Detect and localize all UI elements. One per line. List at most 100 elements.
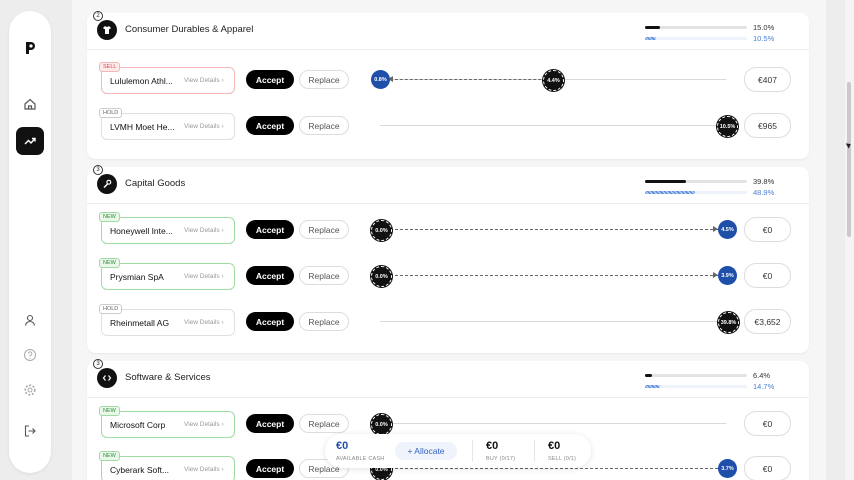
- amount-pill: €0: [744, 263, 791, 288]
- scrollbar-track[interactable]: [845, 0, 854, 480]
- stock-row: HOLD LVMH Moet He... View Details › Acce…: [87, 106, 809, 150]
- scrollbar-thumb[interactable]: [847, 82, 851, 237]
- current-weight-dot[interactable]: 39.8%: [718, 312, 739, 333]
- current-weight-dot[interactable]: 10.5%: [717, 116, 738, 137]
- sector-card: 3 Capital Goods 39.8% 48.9% NEW Honeywel…: [87, 165, 809, 353]
- weight-change-line: [390, 79, 556, 80]
- current-weight: 39.8%: [753, 177, 775, 186]
- available-cash-value: €0: [336, 440, 349, 452]
- status-badge: HOLD: [99, 108, 123, 118]
- weight-slider-track[interactable]: [380, 321, 726, 322]
- current-weight-dot[interactable]: 0.0%: [371, 266, 392, 287]
- replace-button[interactable]: Replace: [299, 70, 349, 89]
- view-details-link[interactable]: View Details ›: [184, 319, 224, 326]
- accept-button[interactable]: Accept: [246, 459, 294, 478]
- buy-value: €0: [486, 440, 499, 452]
- weight-slider-track[interactable]: [380, 125, 726, 126]
- target-weight-dot[interactable]: 3.9%: [718, 266, 737, 285]
- main-content: 2 Consumer Durables & Apparel 15.0% 10.5…: [72, 0, 826, 480]
- target-weight-dot[interactable]: 0.8%: [371, 70, 390, 89]
- amount-pill: €0: [744, 217, 791, 242]
- settings-icon[interactable]: [19, 379, 41, 401]
- accept-button[interactable]: Accept: [246, 414, 294, 433]
- shirt-icon: [97, 20, 117, 40]
- status-badge: NEW: [99, 258, 120, 268]
- help-icon[interactable]: [19, 344, 41, 366]
- sector-title: Consumer Durables & Apparel: [125, 24, 254, 35]
- current-weight-dot[interactable]: 0.0%: [371, 220, 392, 241]
- current-weight: 15.0%: [753, 23, 775, 32]
- sector-title: Software & Services: [125, 372, 211, 383]
- divider: [534, 440, 535, 462]
- replace-button[interactable]: Replace: [299, 312, 349, 331]
- target-weight: 14.7%: [753, 382, 775, 391]
- stock-chip[interactable]: NEW Honeywell Inte... View Details ›: [99, 212, 235, 244]
- status-badge: HOLD: [99, 304, 123, 314]
- wrench-icon: [97, 174, 117, 194]
- accept-button[interactable]: Accept: [246, 220, 294, 239]
- accept-button[interactable]: Accept: [246, 70, 294, 89]
- stock-chip[interactable]: NEW Cyberark Soft... View Details ›: [99, 451, 235, 480]
- status-badge: NEW: [99, 212, 120, 222]
- sector-card: 2 Consumer Durables & Apparel 15.0% 10.5…: [87, 11, 809, 159]
- target-weight-dot[interactable]: 3.7%: [718, 459, 737, 478]
- stock-name: LVMH Moet He...: [110, 122, 175, 132]
- view-details-link[interactable]: View Details ›: [184, 421, 224, 428]
- stock-row: HOLD Rheinmetall AG View Details › Accep…: [87, 302, 809, 346]
- accept-button[interactable]: Accept: [246, 266, 294, 285]
- sector-title: Capital Goods: [125, 178, 186, 189]
- target-weight-bar: [645, 191, 747, 194]
- target-weight-dot[interactable]: 4.5%: [718, 220, 737, 239]
- amount-pill: €0: [744, 456, 791, 480]
- amount-pill: €3,652: [744, 309, 791, 334]
- user-icon[interactable]: [19, 309, 41, 331]
- app-logo[interactable]: [19, 37, 41, 59]
- view-details-link[interactable]: View Details ›: [184, 466, 224, 473]
- sell-label: SELL (0/1): [548, 456, 577, 462]
- target-weight: 10.5%: [753, 34, 775, 43]
- target-weight-bar: [645, 37, 747, 40]
- stock-chip[interactable]: NEW Microsoft Corp View Details ›: [99, 406, 235, 438]
- view-details-link[interactable]: View Details ›: [184, 227, 224, 234]
- code-icon: [97, 368, 117, 388]
- current-weight-bar: [645, 180, 747, 183]
- replace-button[interactable]: Replace: [299, 414, 349, 433]
- current-weight-bar: [645, 374, 747, 377]
- arrow-left-icon: [388, 76, 393, 82]
- logout-icon[interactable]: [19, 420, 41, 442]
- view-details-link[interactable]: View Details ›: [184, 123, 224, 130]
- replace-button[interactable]: Replace: [299, 116, 349, 135]
- replace-button[interactable]: Replace: [299, 220, 349, 239]
- weight-change-line: [390, 468, 718, 469]
- current-weight-dot[interactable]: 0.0%: [371, 414, 392, 435]
- trending-icon[interactable]: [16, 127, 44, 155]
- stock-name: Rheinmetall AG: [110, 318, 170, 328]
- accept-button[interactable]: Accept: [246, 116, 294, 135]
- replace-button[interactable]: Replace: [299, 266, 349, 285]
- allocate-button[interactable]: + Allocate: [395, 442, 457, 460]
- sector-number: 3: [93, 359, 103, 369]
- stock-chip[interactable]: NEW Prysmian SpA View Details ›: [99, 258, 235, 290]
- arrow-right-icon: [713, 272, 718, 278]
- status-badge: SELL: [99, 62, 121, 72]
- accept-button[interactable]: Accept: [246, 312, 294, 331]
- current-weight-dot[interactable]: 4.4%: [543, 70, 564, 91]
- status-badge: NEW: [99, 451, 120, 461]
- stock-chip[interactable]: HOLD LVMH Moet He... View Details ›: [99, 108, 235, 140]
- sector-number: 3: [93, 165, 103, 175]
- home-icon[interactable]: [19, 93, 41, 115]
- stock-chip[interactable]: HOLD Rheinmetall AG View Details ›: [99, 304, 235, 336]
- sector-header: 2 Consumer Durables & Apparel 15.0% 10.5…: [87, 11, 809, 50]
- stock-name: Prysmian SpA: [110, 272, 164, 282]
- weight-slider-track[interactable]: [380, 423, 726, 424]
- amount-pill: €407: [744, 67, 791, 92]
- view-details-link[interactable]: View Details ›: [184, 273, 224, 280]
- weight-change-line: [390, 229, 718, 230]
- view-details-link[interactable]: View Details ›: [184, 77, 224, 84]
- target-weight: 48.9%: [753, 188, 775, 197]
- status-badge: NEW: [99, 406, 120, 416]
- logo-icon: [26, 42, 35, 54]
- stock-chip[interactable]: SELL Lululemon Athl... View Details ›: [99, 62, 235, 94]
- divider: [472, 440, 473, 462]
- stock-row: NEW Honeywell Inte... View Details › Acc…: [87, 210, 809, 254]
